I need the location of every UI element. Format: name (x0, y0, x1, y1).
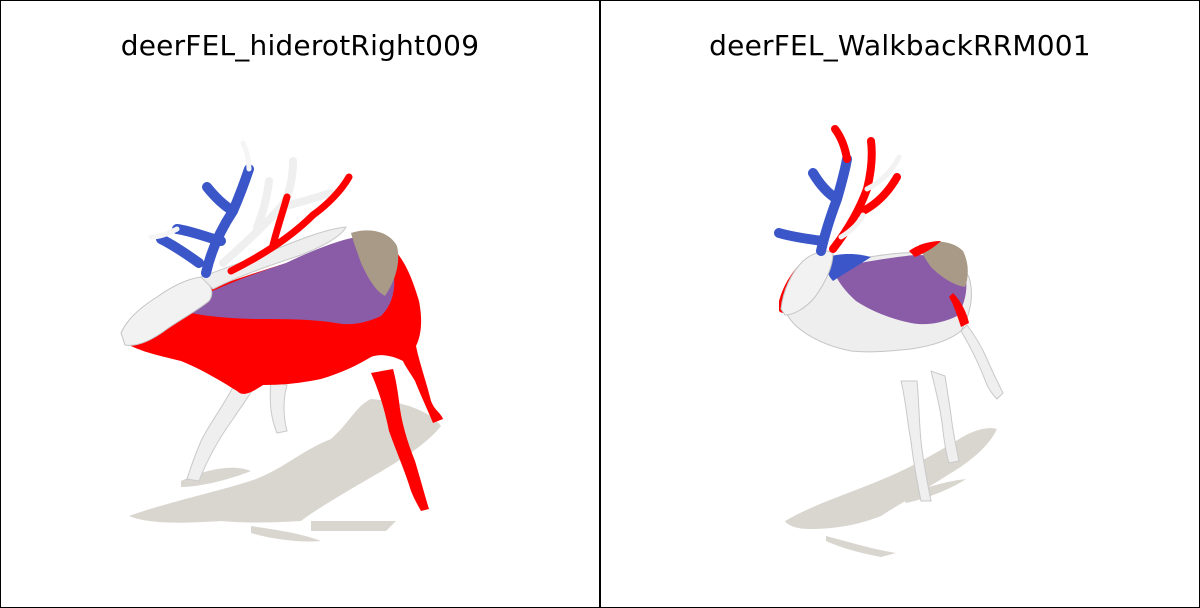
deer-legs-right (900, 324, 1004, 502)
deer-back-purple (191, 237, 395, 325)
deer-leg-back-left (186, 378, 258, 482)
deer-head-right (780, 250, 834, 316)
antler-right-white (838, 154, 902, 240)
deer-shadow-left (129, 399, 441, 542)
deer-render-left (120, 140, 443, 542)
antler-left-main (156, 164, 254, 278)
panel-left-title: deerFEL_hiderotRight009 (120, 29, 480, 62)
panel-left: deerFEL_hiderotRight009 (1, 1, 599, 607)
deer-back-purple-right (833, 255, 967, 325)
deer-rump-tan-right (919, 241, 968, 287)
deer-render-right (774, 125, 1004, 557)
deer-front-leg-red (371, 369, 429, 511)
panel-right-title: deerFEL_WalkbackRRM001 (709, 29, 1091, 62)
deer-head-left (120, 276, 213, 346)
antler-left-white-tips (148, 140, 252, 240)
panel-right: deerFEL_WalkbackRRM001 (601, 1, 1199, 607)
deer-rump-tan (351, 230, 399, 296)
panel-divider (599, 0, 601, 608)
deer-shadow-right (785, 428, 997, 557)
deer-blue-accent-right (826, 254, 871, 281)
antler-left-red (227, 173, 353, 275)
deer-leg-back-mid (269, 380, 288, 434)
antler-right-blue (774, 154, 852, 256)
